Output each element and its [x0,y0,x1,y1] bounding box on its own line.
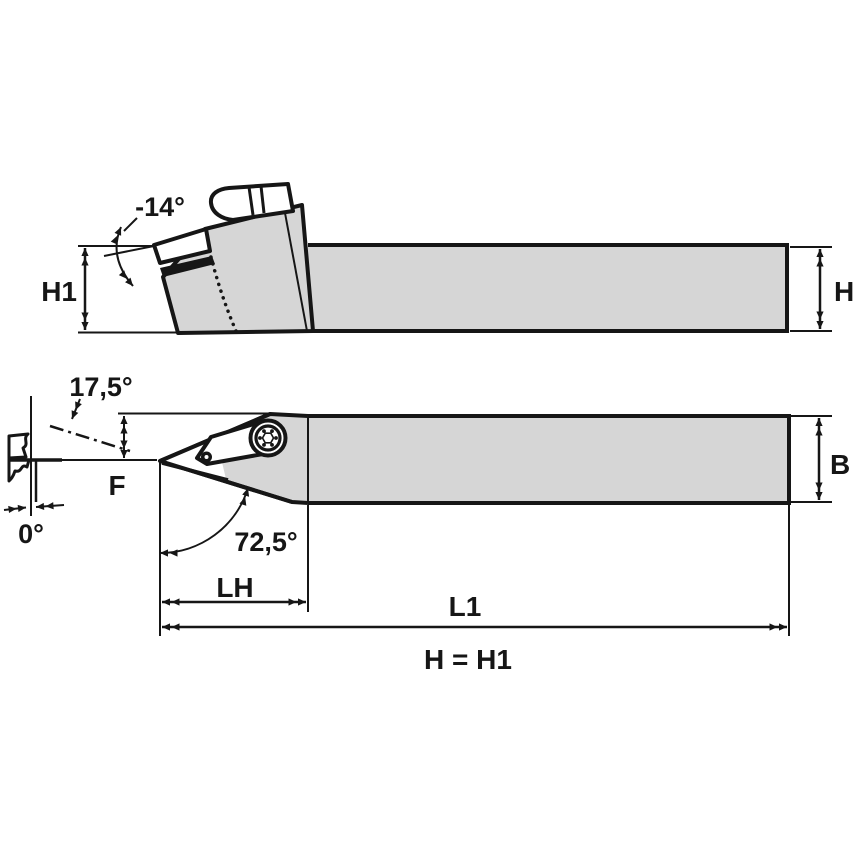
angle-zero [3,502,65,514]
dimension-h [790,246,832,332]
height-h1-label: H1 [41,276,77,307]
center-angle-label: 0° [18,519,44,549]
workpiece-symbol [7,396,157,516]
side-view-seat [160,256,215,277]
rake-reference-line [103,245,155,257]
insert-hole [201,451,212,463]
height-h-label: H [834,276,854,307]
dimension-lh [159,462,309,636]
head-tilt-angle-label: -14° [135,192,185,222]
dimension-l1 [162,505,790,636]
plan-view-clamp [195,418,288,466]
side-view-insert [152,227,212,265]
plan-view-shank [308,414,791,505]
side-view [78,182,832,335]
torx-screw-icon [254,424,282,452]
angle-17-5 [49,398,268,453]
edge-angle-label: 17,5° [69,372,132,402]
tip-offset-f-label: F [108,470,125,501]
head-length-lh-label: LH [216,572,253,603]
angle-minus14 [103,217,155,287]
shank-width-b-label: B [830,449,850,480]
overall-length-l1-label: L1 [449,591,482,622]
plan-view [3,396,832,636]
dimension-b [791,415,832,503]
point-angle-label: 72,5° [234,527,297,557]
head-shank-joint-line [284,212,308,332]
cutting-edge-extension-line [49,424,131,453]
angle-72-5 [159,487,250,557]
side-view-shank [308,243,789,333]
height-equality-note: H = H1 [424,644,512,675]
side-view-clamp [208,182,295,222]
